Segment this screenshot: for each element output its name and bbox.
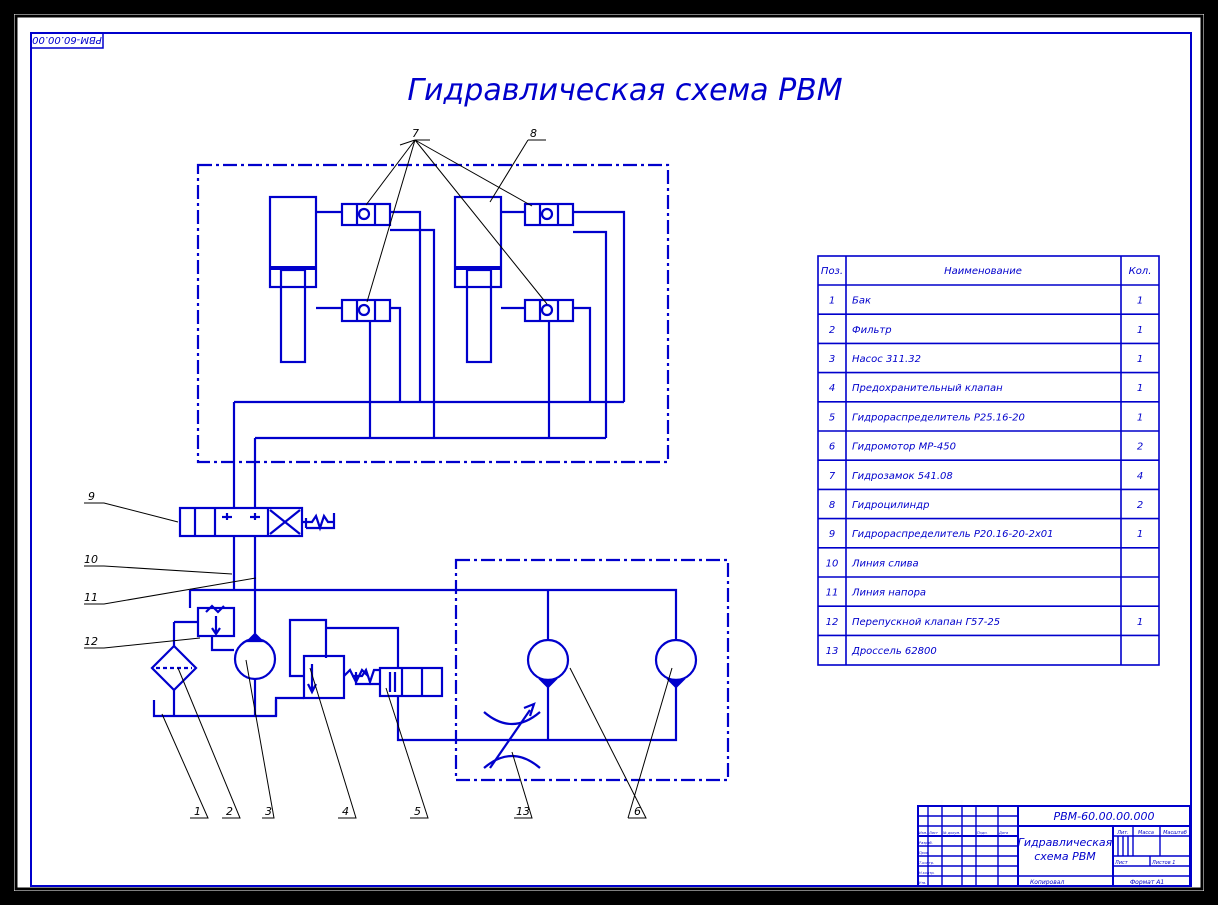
spec-row-name: Бак — [852, 296, 871, 307]
title-block-row-nkontr: Н.контр. — [919, 871, 935, 875]
spec-header-pos: Поз. — [821, 266, 843, 277]
spec-row-qty: 4 — [1137, 471, 1143, 482]
title-block-scale: Масштаб — [1163, 830, 1187, 836]
title-block-name-2: схема РВМ — [1034, 850, 1096, 863]
hydraulic-cylinder-left — [268, 195, 318, 364]
filter-2 — [150, 622, 198, 716]
callout-leaders — [84, 139, 673, 819]
callout-4: 4 — [342, 805, 349, 818]
title-block-doc-code: РВМ-60.00.00.000 — [1053, 810, 1154, 823]
title-block-hdr-doc: № докум. — [942, 831, 960, 835]
title-block-row-prov: Пров. — [919, 851, 929, 855]
title-block-hdr-date: Дата — [998, 831, 1008, 835]
title-block-hdr-izm: Изм. — [919, 831, 927, 835]
spec-row-pos: 8 — [829, 500, 835, 511]
callout-1: 1 — [194, 805, 201, 818]
hydraulic-motor-6b — [654, 638, 698, 689]
title-block-sheet: Лист — [1114, 860, 1129, 866]
motor-enclosure — [454, 558, 730, 782]
spec-row-pos: 3 — [829, 354, 835, 365]
spec-row-pos: 9 — [829, 529, 835, 540]
hydraulic-lock-3 — [523, 202, 575, 227]
drawing-title: Гидравлическая схема РВМ — [407, 73, 842, 108]
title-block-copied: Копировал — [1030, 879, 1064, 886]
title-block-row-razrab: Разраб. — [919, 841, 933, 845]
title-block-lit: Лит. — [1116, 830, 1129, 836]
callout-9: 9 — [88, 490, 95, 503]
distributor-5 — [326, 626, 444, 698]
title-block-sheets: Листов 1 — [1151, 860, 1175, 866]
title-block-name-1: Гидравлическая — [1018, 836, 1113, 849]
spec-row-qty: 1 — [1137, 325, 1143, 336]
spec-row-pos: 11 — [826, 588, 839, 599]
paper — [14, 14, 1204, 891]
spec-row-pos: 1 — [829, 296, 835, 307]
callout-2: 2 — [226, 805, 233, 818]
spec-row-qty: 2 — [1137, 442, 1143, 453]
callout-5: 5 — [414, 805, 421, 818]
spec-row-name: Гидрораспределитель Р20.16-20-2х01 — [852, 529, 1053, 540]
spec-row-pos: 7 — [829, 471, 836, 482]
title-block — [917, 805, 1191, 887]
callout-3: 3 — [265, 805, 272, 818]
spec-row-pos: 4 — [829, 383, 835, 394]
spec-table — [817, 255, 1160, 666]
title-block-hdr-sign: Подп. — [977, 831, 988, 835]
title-block-mass: Масса — [1138, 830, 1154, 836]
spec-row-qty: 1 — [1137, 529, 1143, 540]
callout-10: 10 — [84, 553, 98, 566]
hydraulic-lock-1 — [340, 202, 392, 227]
corner-code-text: РВМ-60.00.00 — [32, 34, 102, 45]
title-block-row-tkontr: Т.контр. — [919, 861, 934, 865]
spec-row-qty: 1 — [1137, 617, 1143, 628]
spec-row-pos: 2 — [829, 325, 835, 336]
callout-6: 6 — [634, 805, 641, 818]
spec-row-pos: 13 — [826, 646, 839, 657]
spec-row-name: Насос 311.32 — [852, 354, 921, 365]
spec-row-pos: 5 — [829, 412, 835, 423]
hydraulic-motor-6a — [526, 638, 570, 689]
title-block-row-utv: Утв. — [919, 881, 926, 885]
title-block-format: Формат А1 — [1130, 879, 1164, 886]
actuator-enclosure — [196, 163, 670, 464]
spec-row-name: Гидромотор МР-450 — [852, 442, 956, 453]
spec-header-name: Наименование — [944, 266, 1022, 277]
spec-row-qty: 1 — [1137, 296, 1143, 307]
spec-row-pos: 10 — [826, 558, 839, 569]
spec-row-qty: 1 — [1137, 354, 1143, 365]
directional-valve-9 — [178, 506, 336, 538]
callout-7: 7 — [412, 127, 419, 140]
throttle-13 — [483, 702, 541, 769]
spec-row-qty: 2 — [1137, 500, 1143, 511]
title-block-hdr-list: Лист — [928, 831, 939, 835]
callout-8: 8 — [530, 127, 537, 140]
drawing-frame — [30, 32, 1192, 887]
hydraulic-lock-2 — [340, 298, 392, 323]
spec-row-name: Перепускной клапан Г57-25 — [852, 617, 1000, 628]
corner-code-box: РВМ-60.00.00 — [30, 32, 104, 49]
spec-row-pos: 12 — [826, 617, 839, 628]
spec-row-name: Гидрозамок 541.08 — [852, 471, 953, 482]
spec-row-qty: 1 — [1137, 383, 1143, 394]
spec-row-pos: 6 — [829, 442, 835, 453]
spec-row-name: Гидроцилиндр — [852, 500, 929, 511]
callout-11: 11 — [84, 591, 98, 604]
spec-row-name: Гидрораспределитель Р25.16-20 — [852, 412, 1025, 423]
callout-labels: 1 2 3 4 5 6 7 8 9 10 11 12 13 — [84, 127, 641, 818]
callout-13: 13 — [516, 805, 530, 818]
callout-12: 12 — [84, 635, 98, 648]
spec-header-qty: Кол. — [1129, 266, 1152, 277]
spec-row-name: Фильтр — [852, 325, 892, 336]
hydraulic-circuit — [150, 163, 730, 782]
sheet-edge — [14, 14, 1204, 891]
title-block-text: РВМ-60.00.00.000 Гидравлическая схема РВ… — [919, 810, 1187, 886]
spec-row-name: Линия напора — [851, 588, 926, 599]
spec-row-name: Дроссель 62800 — [851, 646, 937, 657]
hydraulic-cylinder-right — [453, 195, 503, 364]
spec-row-name: Предохранительный клапан — [852, 383, 1003, 394]
spec-row-qty: 1 — [1137, 412, 1143, 423]
spec-row-name: Линия слива — [851, 558, 919, 569]
